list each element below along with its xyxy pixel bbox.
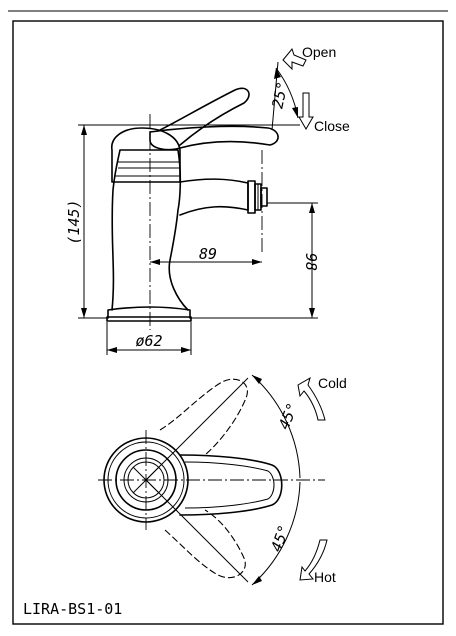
cold-arrow-icon	[297, 376, 326, 421]
lever-closed	[149, 125, 279, 151]
cartridge-cap	[111, 127, 181, 183]
base-plate	[106, 316, 192, 322]
top-view: 45° 45° Cold Hot	[98, 374, 347, 586]
model-code: LIRA-BS1-01	[23, 600, 122, 618]
dim-spout-reach: 89	[199, 245, 217, 263]
dim-cold-angle: 45°	[275, 400, 302, 432]
side-view: (145) 89 98 ø62 25° Open Close	[65, 44, 350, 355]
spout-top	[179, 454, 283, 516]
spout	[179, 178, 249, 216]
outlet-ring-1	[247, 180, 256, 214]
close-arrow-icon	[298, 92, 314, 130]
hot-label: Hot	[314, 569, 336, 585]
open-arrow-icon	[282, 47, 307, 71]
lever-lower-outline	[164, 509, 246, 579]
lever-upper-outline	[159, 378, 248, 456]
dim-lever-angle: 25°	[268, 80, 291, 110]
lever-open	[159, 87, 250, 146]
outlet-ring-3	[260, 187, 268, 207]
cold-label: Cold	[318, 375, 347, 391]
dim-hot-angle: 45°	[267, 522, 293, 554]
close-label: Close	[314, 118, 350, 134]
dim-total-height: (145)	[65, 199, 83, 244]
hot-arrow-icon	[299, 539, 328, 581]
drawing-frame	[12, 20, 444, 625]
open-label: Open	[302, 44, 336, 60]
dim-base-diameter: ø62	[135, 332, 162, 350]
dim-outlet-height: 98	[302, 253, 320, 271]
